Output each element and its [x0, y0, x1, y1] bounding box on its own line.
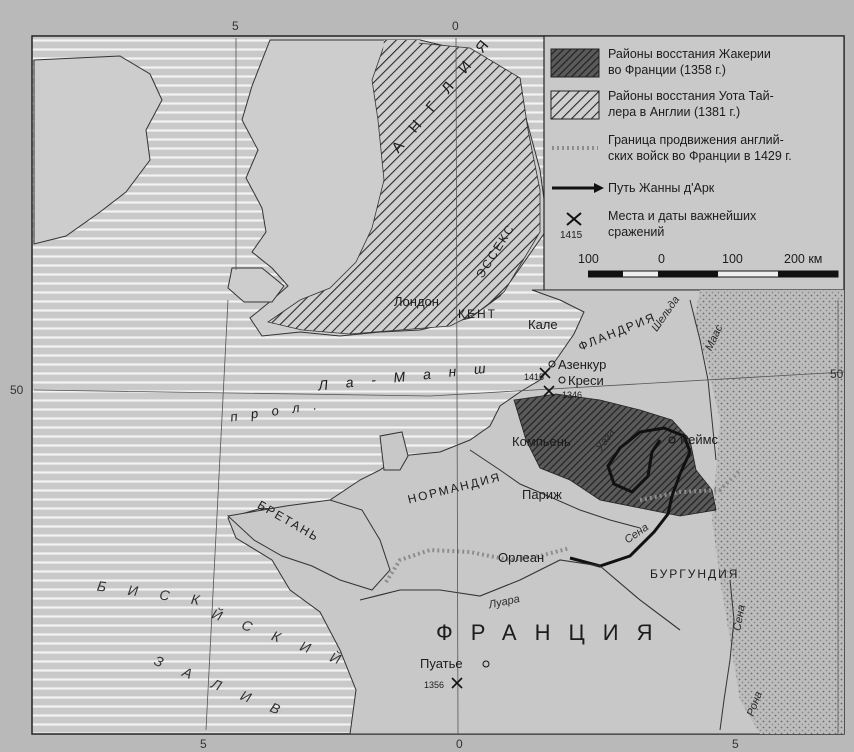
- left-tick-50: 50: [10, 383, 24, 397]
- joan-of-arc-route: [569, 426, 692, 568]
- legend-border-line2: ских войск во Франции в 1429 г.: [608, 149, 792, 163]
- label-reims: Реймс: [680, 432, 719, 447]
- label-seine-east: Сена: [731, 604, 747, 632]
- seine-river: [469, 449, 641, 529]
- battle-azincourt-icon: [539, 367, 551, 379]
- legend-item-border: Граница продвижения англий- ских войск в…: [550, 132, 840, 168]
- crossed-swords-icon: [566, 212, 582, 226]
- legend: Районы восстания Жакерии во Франции (135…: [548, 40, 840, 286]
- legend-swatch-wat-tyler: [550, 90, 600, 120]
- bottom-tick-5-east: 5: [732, 737, 739, 751]
- label-france: ФРАНЦИЯ: [436, 620, 670, 645]
- battle-poitiers-icon: [451, 677, 463, 689]
- battle-crecy-icon: [543, 385, 555, 397]
- legend-item-jacquerie: Районы восстания Жакерии во Франции (135…: [550, 46, 840, 82]
- label-azincourt: Азенкур: [558, 357, 606, 372]
- legend-battles-line2: сражений: [608, 225, 665, 239]
- english-border-1429: [384, 468, 742, 584]
- poitiers-marker: [482, 660, 490, 668]
- bottom-tick-5-west: 5: [200, 737, 207, 751]
- eastern-region: [694, 290, 844, 734]
- legend-battle-year: 1415: [560, 230, 583, 241]
- label-calais: Кале: [528, 317, 558, 332]
- legend-jacquerie-line1: Районы восстания Жакерии: [608, 47, 771, 61]
- reims-marker: [668, 436, 676, 444]
- scale-bar: 100 0 100 200 км: [578, 252, 839, 284]
- legend-border-line1: Граница продвижения англий-: [608, 133, 784, 147]
- cotentin-land: [379, 431, 409, 471]
- legend-jacquerie-line2: во Франции (1358 г.): [608, 63, 726, 77]
- wales-land: [227, 267, 285, 303]
- label-crecy: Креси: [568, 373, 604, 388]
- label-kent: КЕНТ: [458, 307, 497, 321]
- legend-wat-tyler-line2: лера в Англии (1381 г.): [608, 105, 741, 119]
- label-paris: Париж: [522, 487, 562, 502]
- legend-wat-tyler-line1: Районы восстания Уота Тай-: [608, 89, 774, 103]
- legend-swatch-border: [552, 146, 598, 150]
- right-tick-50: 50: [830, 367, 844, 381]
- wat-tyler-area-north: [378, 40, 420, 100]
- label-poitiers: Пуатье: [420, 656, 463, 671]
- label-crecy-year: 1346: [562, 390, 582, 400]
- rhone-river: [719, 579, 735, 731]
- legend-item-joan-route: Путь Жанны д'Арк: [550, 178, 840, 198]
- label-poitiers-year: 1356: [424, 680, 444, 690]
- wat-tyler-area: [267, 39, 541, 335]
- top-tick-5: 5: [232, 19, 239, 33]
- legend-joan-route-label: Путь Жанны д'Арк: [608, 181, 715, 195]
- label-orleans: Орлеан: [498, 550, 544, 565]
- loire-river: [359, 559, 681, 631]
- scale-label-100-right: 100: [722, 252, 743, 266]
- crecy-marker: [558, 376, 566, 384]
- legend-box: [543, 35, 845, 291]
- azincourt-marker: [548, 360, 556, 368]
- ireland-land: [33, 55, 163, 245]
- graticule: [33, 37, 845, 735]
- scale-ruler: [588, 270, 839, 278]
- scale-label-100-left: 100: [578, 252, 599, 266]
- legend-battles-line1: Места и даты важнейших: [608, 209, 757, 223]
- scale-label-0: 0: [658, 252, 665, 266]
- legend-item-battles: 1415 Места и даты важнейших сражений: [550, 208, 840, 248]
- bottom-tick-0: 0: [456, 737, 463, 751]
- label-london: Лондон: [394, 294, 439, 309]
- top-tick-0: 0: [452, 19, 459, 33]
- label-azincourt-year: 1415: [524, 372, 544, 382]
- legend-item-wat-tyler: Районы восстания Уота Тай- лера в Англии…: [550, 88, 840, 124]
- arrow-icon: [552, 183, 604, 193]
- brittany-land: [226, 499, 391, 591]
- legend-swatch-jacquerie: [550, 48, 600, 78]
- scale-label-200: 200 км: [784, 252, 823, 266]
- label-compiegne: Компьень: [512, 434, 571, 449]
- label-burgundy: БУРГУНДИЯ: [650, 567, 739, 581]
